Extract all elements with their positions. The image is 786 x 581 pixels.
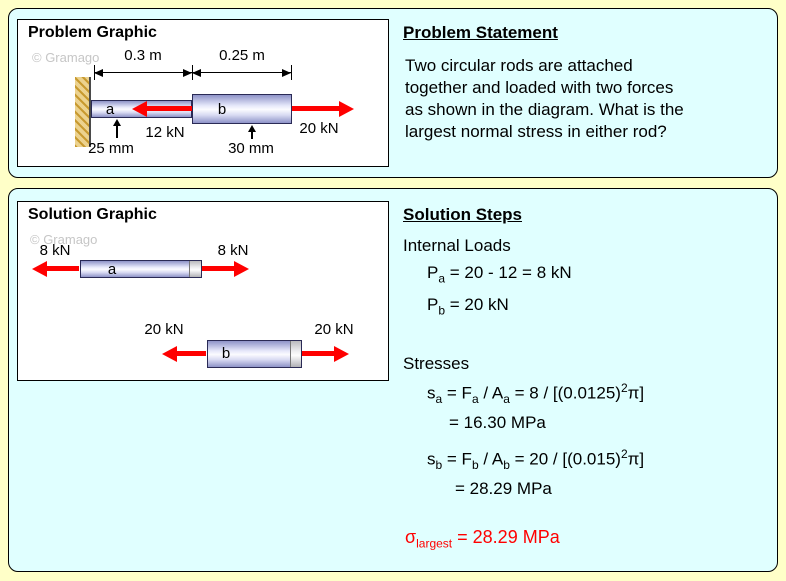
solution-steps-title: Solution Steps <box>403 205 522 224</box>
sb-result: = 28.29 MPa <box>455 479 552 498</box>
solution-panel: Solution Graphic © Gramago 8 kN 8 kN a 2… <box>8 188 778 572</box>
force-label-8kn-left: 8 kN <box>39 242 71 259</box>
solution-rod-b <box>207 340 302 368</box>
rod-a-end-cap <box>189 261 201 277</box>
solution-rod-a <box>80 260 202 278</box>
dimension-tick <box>94 65 95 80</box>
pa-equation: Pa = 20 - 12 = 8 kN <box>427 263 572 286</box>
force-label-20kn-left: 20 kN <box>144 321 184 338</box>
arrow-8kn-right <box>202 266 234 271</box>
problem-statement-text: Two circular rods are attached together … <box>405 56 684 141</box>
wall-support <box>75 77 91 147</box>
diameter-pointer-rod-b <box>251 132 253 139</box>
solution-graphic-box: Solution Graphic © Gramago 8 kN 8 kN a 2… <box>17 201 389 381</box>
problem-graphic-title: Problem Graphic <box>28 24 157 41</box>
watermark: © Gramago <box>30 232 98 247</box>
sa-result: = 16.30 MPa <box>449 413 546 432</box>
final-answer: σlargest = 28.29 MPa <box>405 527 560 551</box>
force-arrow-20kn <box>292 106 339 111</box>
force-arrow-12kn <box>147 106 192 111</box>
rod-b <box>192 94 292 124</box>
dimension-line-rod-b <box>192 68 291 77</box>
dim-label-rod-a: 0.3 m <box>124 47 162 64</box>
diameter-label-rod-a: 25 mm <box>88 140 134 157</box>
pb-equation: Pb = 20 kN <box>427 295 509 318</box>
force-label-8kn-right: 8 kN <box>217 242 249 259</box>
solution-graphic-title: Solution Graphic <box>28 206 157 223</box>
problem-statement-title: Problem Statement <box>403 23 558 42</box>
force-label-20kn: 20 kN <box>299 120 339 137</box>
solution-rod-a-label: a <box>107 261 117 278</box>
rod-b-label: b <box>217 101 227 118</box>
problem-panel: Problem Graphic © Gramago 0.3 m 0.25 m a… <box>8 8 778 178</box>
rod-a-label: a <box>105 101 115 118</box>
force-label-12kn: 12 kN <box>145 124 185 141</box>
sb-equation: sb = Fb / Ab = 20 / [(0.015)2π] <box>427 447 645 473</box>
dimension-tick <box>192 65 193 80</box>
force-label-20kn-right: 20 kN <box>314 321 354 338</box>
stresses-heading: Stresses <box>403 354 470 373</box>
watermark: © Gramago <box>32 50 100 65</box>
diameter-label-rod-b: 30 mm <box>228 140 274 157</box>
rod-b-end-cap <box>290 341 301 367</box>
diameter-pointer-rod-a <box>116 126 118 138</box>
internal-loads-heading: Internal Loads <box>403 236 511 255</box>
dimension-tick <box>291 65 292 80</box>
arrow-8kn-left <box>47 266 79 271</box>
sa-equation: sa = Fa / Aa = 8 / [(0.0125)2π] <box>427 381 645 407</box>
arrow-20kn-right <box>302 351 334 356</box>
arrow-20kn-left <box>177 351 206 356</box>
dim-label-rod-b: 0.25 m <box>219 47 265 64</box>
problem-graphic-box: Problem Graphic © Gramago 0.3 m 0.25 m a… <box>17 19 389 167</box>
dimension-line-rod-a <box>94 68 192 77</box>
solution-rod-b-label: b <box>221 345 231 362</box>
